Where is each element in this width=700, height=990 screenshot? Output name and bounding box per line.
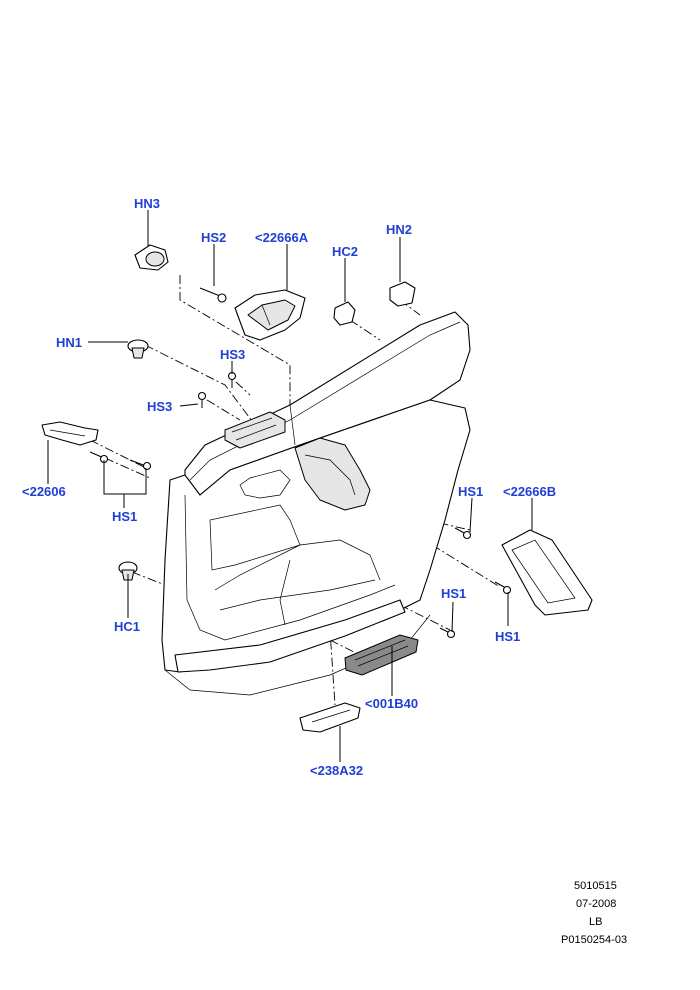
- clip-hc2[interactable]: [333, 301, 356, 326]
- reference-code: 5010515: [574, 880, 617, 892]
- speaker-grille-001b40[interactable]: [344, 634, 419, 676]
- screw-hs2[interactable]: [199, 287, 227, 303]
- label-hs3-left[interactable]: HS3: [147, 399, 172, 414]
- screw-hs3-left[interactable]: [197, 391, 207, 409]
- screw-hs1-left-a[interactable]: [89, 451, 109, 464]
- plug-hn3[interactable]: [134, 244, 169, 271]
- screw-hs3-top[interactable]: [227, 371, 237, 389]
- label-hs1-mid[interactable]: HS1: [441, 586, 466, 601]
- label-001b40[interactable]: <001B40: [365, 696, 418, 711]
- reference-block: 5010515 07-2008 LB P0150254-03: [561, 880, 627, 946]
- bracket-22606[interactable]: [41, 421, 99, 446]
- nut-hn2[interactable]: [389, 281, 416, 307]
- trim-strip-22666b[interactable]: [501, 529, 593, 616]
- label-238a32[interactable]: <238A32: [310, 763, 363, 778]
- label-hn1[interactable]: HN1: [56, 335, 82, 350]
- clip-hn1[interactable]: [127, 339, 149, 359]
- label-hs3-top[interactable]: HS3: [220, 347, 245, 362]
- label-hs2[interactable]: HS2: [201, 230, 226, 245]
- label-hc2[interactable]: HC2: [332, 244, 358, 259]
- door-trim-panel[interactable]: [161, 311, 471, 696]
- screw-hs1-mid[interactable]: [439, 627, 456, 639]
- handle-bezel-22666a[interactable]: [234, 289, 306, 341]
- screw-hs1-right-top[interactable]: [454, 527, 472, 540]
- label-hs1-right-bottom[interactable]: HS1: [495, 629, 520, 644]
- label-22666a[interactable]: <22666A: [255, 230, 309, 245]
- reference-date: 07-2008: [576, 898, 616, 910]
- label-hs1-left[interactable]: HS1: [112, 509, 137, 524]
- label-hn3[interactable]: HN3: [134, 196, 160, 211]
- label-22606[interactable]: <22606: [22, 484, 66, 499]
- label-hn2[interactable]: HN2: [386, 222, 412, 237]
- screw-hs1-left-b[interactable]: [129, 459, 152, 471]
- reference-region: LB: [589, 916, 602, 928]
- leader-lines: [47, 210, 533, 762]
- label-hc1[interactable]: HC1: [114, 619, 140, 634]
- cover-238a32[interactable]: [299, 702, 361, 733]
- screw-hs1-right-bottom[interactable]: [494, 581, 512, 595]
- label-22666b[interactable]: <22666B: [503, 484, 556, 499]
- reference-illustration: P0150254-03: [561, 934, 627, 946]
- label-hs1-right-top[interactable]: HS1: [458, 484, 483, 499]
